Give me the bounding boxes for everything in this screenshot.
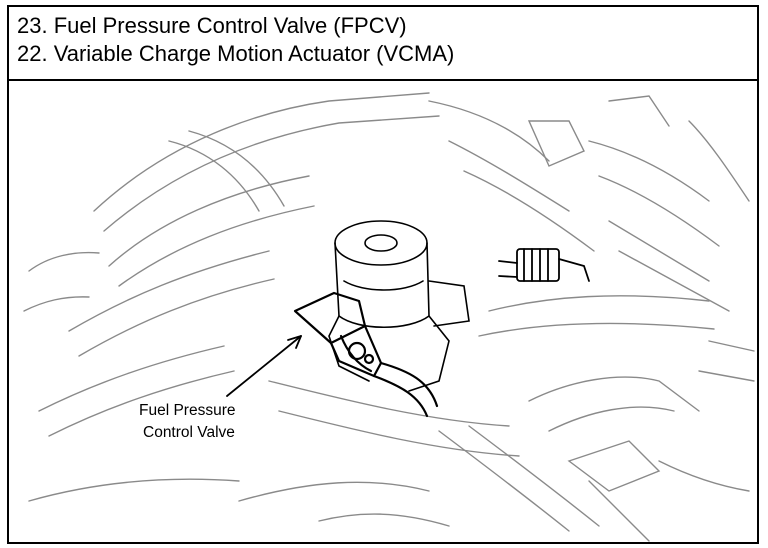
engine-line-drawing: Fuel Pressure Control Valve <box>23 92 755 542</box>
callout-label-line-1: Fuel Pressure <box>139 402 235 419</box>
engine-bay-sketch <box>23 92 755 542</box>
callout-leader <box>226 335 302 397</box>
callout-label-line-2: Control Valve <box>143 424 235 441</box>
engine-diagram: Fuel Pressure Control Valve <box>9 81 757 542</box>
legend-item-vcma: 22. Variable Charge Motion Actuator (VCM… <box>17 41 455 66</box>
legend-header: 23. Fuel Pressure Control Valve (FPCV) 2… <box>9 7 757 81</box>
fuel-pressure-control-valve <box>293 291 439 418</box>
legend-item-fpcv: 23. Fuel Pressure Control Valve (FPCV) <box>17 13 407 38</box>
figure-frame: 23. Fuel Pressure Control Valve (FPCV) 2… <box>7 5 759 544</box>
vcma-connector <box>498 248 590 282</box>
